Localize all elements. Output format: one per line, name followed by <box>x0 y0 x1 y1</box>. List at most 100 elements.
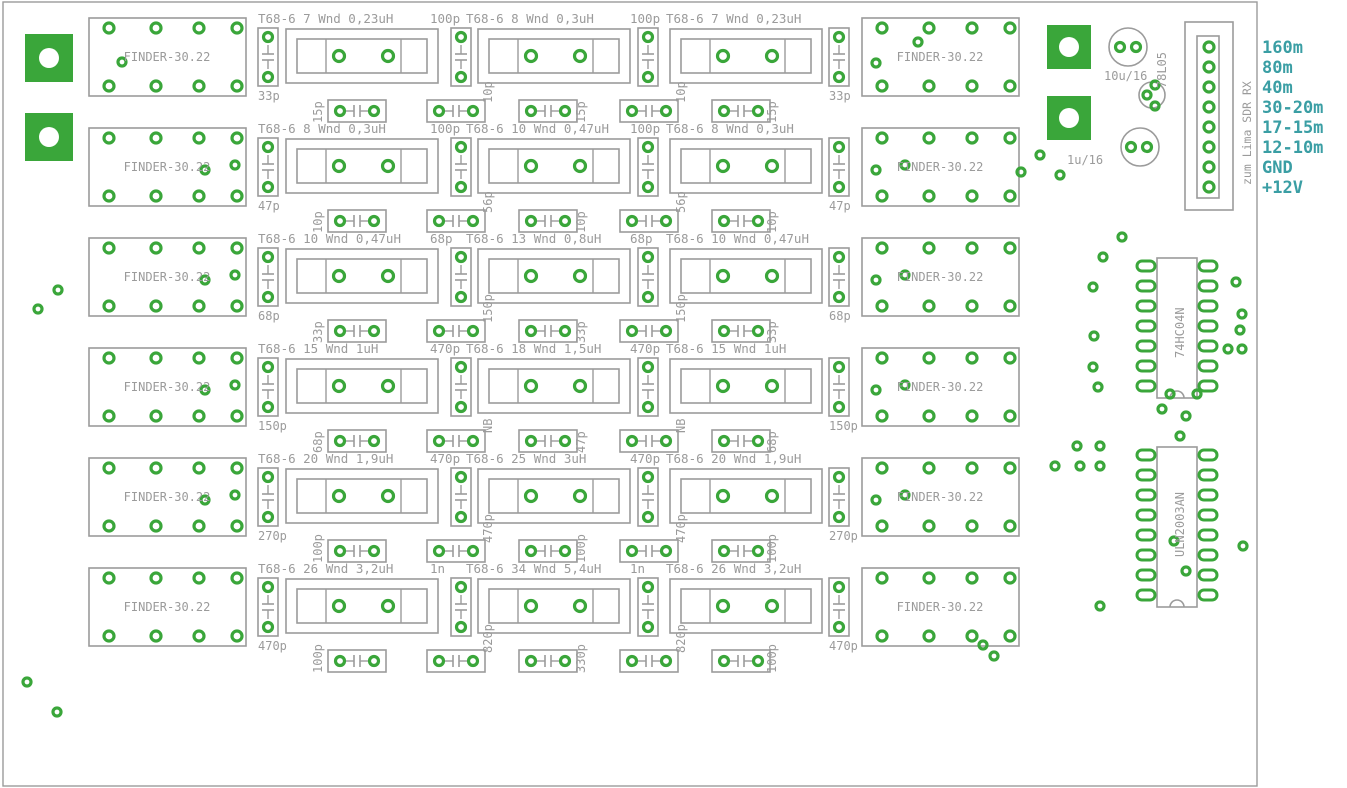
junction-cap-label: 470p <box>630 341 660 356</box>
relay-pad <box>922 79 936 93</box>
relay-label: FINDER-30.22 <box>897 490 984 504</box>
vertical-capacitor <box>828 137 850 197</box>
cap-pad <box>454 510 468 524</box>
relay-pad <box>102 189 116 203</box>
toroid-pad <box>715 48 731 64</box>
vertical-capacitor <box>450 137 472 197</box>
relay-pad <box>192 79 206 93</box>
junction-cap-label: 1n <box>630 561 645 576</box>
toroid-pad <box>380 268 396 284</box>
via <box>1092 381 1104 393</box>
junction-cap-label: 470p <box>430 341 460 356</box>
cap-pad <box>524 544 538 558</box>
toroid-inductor <box>477 468 631 524</box>
via <box>899 379 911 391</box>
relay-pad <box>192 571 206 585</box>
cap-pad <box>466 214 480 228</box>
toroid-pad <box>380 48 396 64</box>
via <box>199 494 211 506</box>
relay-pad <box>149 409 163 423</box>
via <box>116 56 128 68</box>
ic-pad <box>1197 339 1219 353</box>
cap-pad <box>261 510 275 524</box>
relay-label: FINDER-30.22 <box>897 600 984 614</box>
cap-pad <box>832 30 846 44</box>
relay-pad <box>875 629 889 643</box>
relay-pad <box>922 461 936 475</box>
relay-pad <box>192 21 206 35</box>
ic-pad <box>1197 379 1219 393</box>
cap-pad <box>432 214 446 228</box>
ic-pad <box>1197 548 1219 562</box>
relay-pad <box>965 629 979 643</box>
toroid-pad <box>331 158 347 174</box>
connector-pad <box>1202 160 1216 174</box>
via <box>1156 403 1168 415</box>
end-cap-label: 150p <box>829 419 858 433</box>
cap-pad <box>659 214 673 228</box>
relay-pad <box>230 299 244 313</box>
toroid-pad <box>523 268 539 284</box>
small-cap-label: 150p <box>674 294 688 323</box>
toroid-pad <box>331 48 347 64</box>
relay-pad <box>922 189 936 203</box>
relay-pad <box>965 519 979 533</box>
horizontal-capacitor <box>711 649 771 673</box>
cap-pad <box>367 214 381 228</box>
pin-label: 160m <box>1262 38 1303 58</box>
relay-pad <box>1003 299 1017 313</box>
relay-pad <box>230 189 244 203</box>
via <box>1049 460 1061 472</box>
relay-label: FINDER-30.22 <box>124 380 211 394</box>
cap-pad <box>832 580 846 594</box>
relay-pad <box>149 519 163 533</box>
relay-pad <box>149 241 163 255</box>
horizontal-capacitor <box>711 209 771 233</box>
horizontal-capacitor <box>518 539 578 563</box>
toroid-core <box>296 38 428 74</box>
relay-pad <box>875 461 889 475</box>
small-cap-label: 10p <box>574 211 588 233</box>
vertical-capacitor <box>257 27 279 87</box>
via <box>988 650 1000 662</box>
ic-notch <box>1169 390 1185 399</box>
via <box>1088 330 1100 342</box>
cap-pad <box>832 140 846 154</box>
cap-pad <box>333 214 347 228</box>
via <box>1191 388 1203 400</box>
cap-pad <box>454 360 468 374</box>
relay-pad <box>922 131 936 145</box>
relay-label: FINDER-30.22 <box>897 50 984 64</box>
relay-finder <box>88 347 247 427</box>
cap-pad <box>466 544 480 558</box>
via <box>1168 535 1180 547</box>
toroid-pad <box>331 598 347 614</box>
cap-pad <box>367 544 381 558</box>
connector-pad <box>1202 60 1216 74</box>
vertical-capacitor <box>637 27 659 87</box>
toroid-inductor <box>285 138 439 194</box>
toroid-core <box>488 148 620 184</box>
mounting-hole <box>39 127 59 147</box>
relay-finder <box>861 347 1020 427</box>
small-cap-label: 10p <box>481 81 495 103</box>
cap-pad <box>832 70 846 84</box>
junction-cap-label: 100p <box>430 121 460 136</box>
relay-pad <box>965 299 979 313</box>
relay-finder <box>88 17 247 97</box>
vertical-capacitor <box>257 577 279 637</box>
toroid-label: T68-6 8 Wnd 0,3uH <box>466 11 594 26</box>
via <box>1087 361 1099 373</box>
toroid-inductor <box>669 138 823 194</box>
cap-pad <box>717 104 731 118</box>
cap-pad <box>261 360 275 374</box>
via <box>21 676 33 688</box>
small-cap-label: 100p <box>765 644 779 673</box>
toroid-pad <box>523 378 539 394</box>
toroid-inductor <box>669 248 823 304</box>
relay-pad <box>230 79 244 93</box>
via <box>199 384 211 396</box>
small-cap-label: 68p <box>311 431 325 453</box>
cap-pad <box>659 654 673 668</box>
